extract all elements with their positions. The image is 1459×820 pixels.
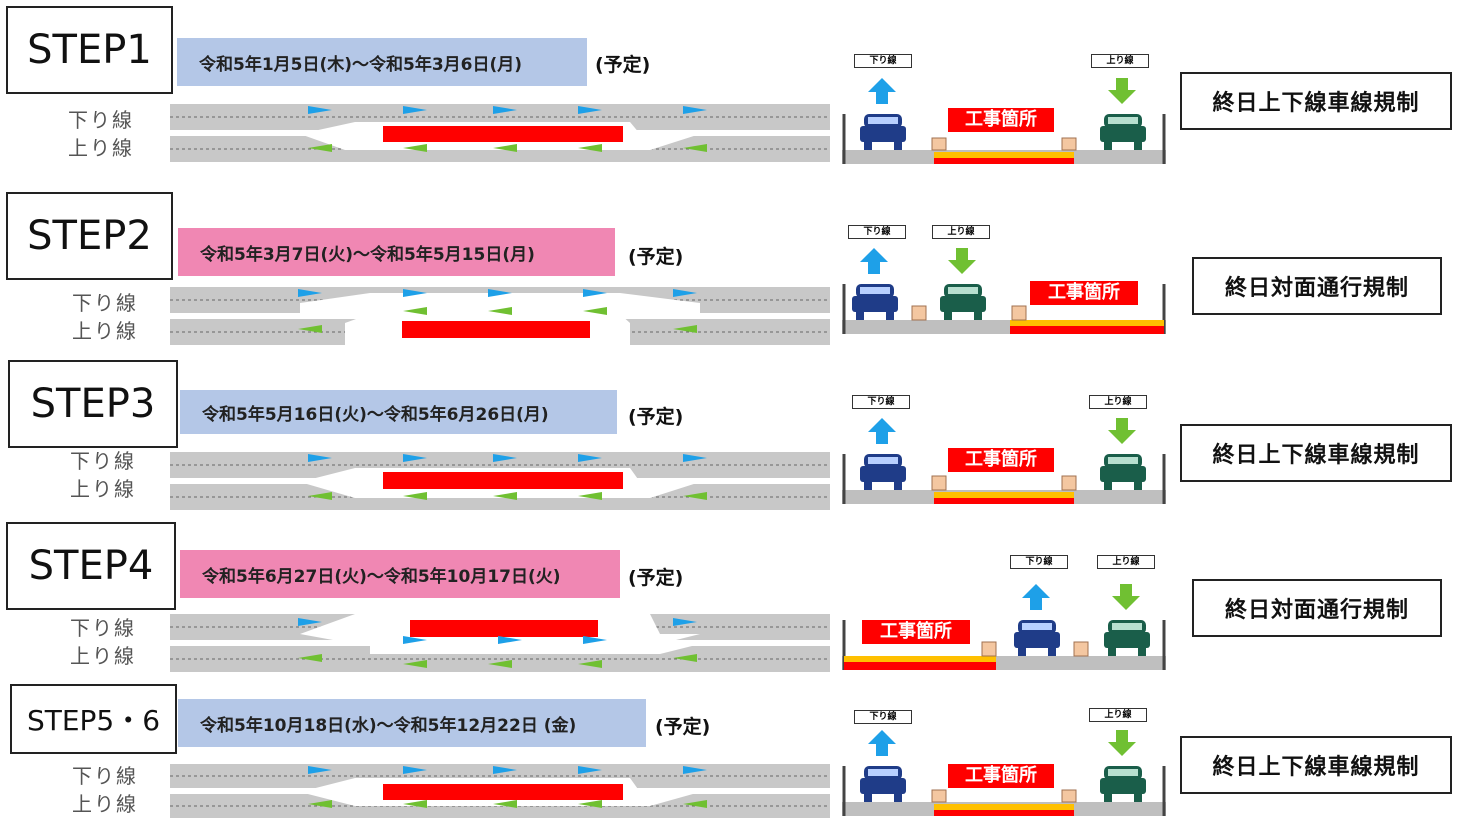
worksite-sign: 工事箇所 [948,108,1054,132]
lane-labels: 下り線 上り線 [72,762,138,818]
lane-labels: 下り線 上り線 [72,289,138,345]
period-bar: 令和5年5月16日(火)～令和5年6月26日(月) [180,390,617,434]
worksite-sign: 工事箇所 [948,448,1054,472]
period-bar: 令和5年10月18日(水)～令和5年12月22日 (金) [178,699,646,747]
up-direction-label: 上り線 [1089,708,1147,722]
up-lane-label: 上り線 [70,644,136,668]
regulation-box: 終日対面通行規制 [1192,579,1442,637]
period-bar: 令和5年1月5日(木)～令和5年3月6日(月) [177,38,587,86]
up-lane-label: 上り線 [72,319,138,343]
step-label: STEP1 [6,6,173,94]
cross-section-diagram [842,418,1166,504]
up-lane-label: 上り線 [68,136,134,160]
worksite-sign: 工事箇所 [862,620,970,644]
down-lane-label: 下り線 [68,108,134,132]
down-lane-label: 下り線 [72,291,138,315]
up-direction-label: 上り線 [1089,395,1147,409]
down-lane-label: 下り線 [70,616,136,640]
lane-plan-diagram [170,452,830,510]
lane-plan-diagram [170,287,830,345]
planned-note: (予定) [628,246,684,268]
down-direction-label: 下り線 [854,710,912,724]
lane-plan-diagram [170,764,830,818]
planned-note: (予定) [595,54,651,76]
worksite-sign: 工事箇所 [1030,281,1138,305]
planned-note: (予定) [628,406,684,428]
step-label: STEP3 [8,360,178,448]
regulation-box: 終日上下線車線規制 [1180,72,1452,130]
step-label: STEP5・6 [10,684,177,754]
down-direction-label: 下り線 [852,395,910,409]
step-label: STEP2 [6,192,173,280]
regulation-box: 終日対面通行規制 [1192,257,1442,315]
down-direction-label: 下り線 [848,225,906,239]
period-bar: 令和5年6月27日(火)～令和5年10月17日(火) [180,550,620,598]
cross-section-diagram [842,248,1166,334]
up-direction-label: 上り線 [932,225,990,239]
down-direction-label: 下り線 [1010,555,1068,569]
down-lane-label: 下り線 [70,449,136,473]
cross-section-diagram [842,78,1166,164]
regulation-box: 終日上下線車線規制 [1180,736,1452,794]
lane-labels: 下り線 上り線 [68,106,134,162]
period-bar: 令和5年3月7日(火)～令和5年5月15日(月) [178,228,615,276]
cross-section-diagram [842,730,1166,816]
lane-labels: 下り線 上り線 [70,447,136,503]
lane-labels: 下り線 上り線 [70,614,136,670]
regulation-box: 終日上下線車線規制 [1180,424,1452,482]
cross-section-diagram [842,584,1166,670]
lane-plan-diagram [170,614,830,672]
up-lane-label: 上り線 [70,477,136,501]
planned-note: (予定) [628,567,684,589]
up-direction-label: 上り線 [1091,54,1149,68]
down-lane-label: 下り線 [72,764,138,788]
lane-plan-diagram [170,104,830,162]
down-direction-label: 下り線 [854,54,912,68]
up-direction-label: 上り線 [1097,555,1155,569]
up-lane-label: 上り線 [72,792,138,816]
worksite-sign: 工事箇所 [948,764,1054,788]
step-label: STEP4 [6,522,176,610]
planned-note: (予定) [655,716,711,738]
